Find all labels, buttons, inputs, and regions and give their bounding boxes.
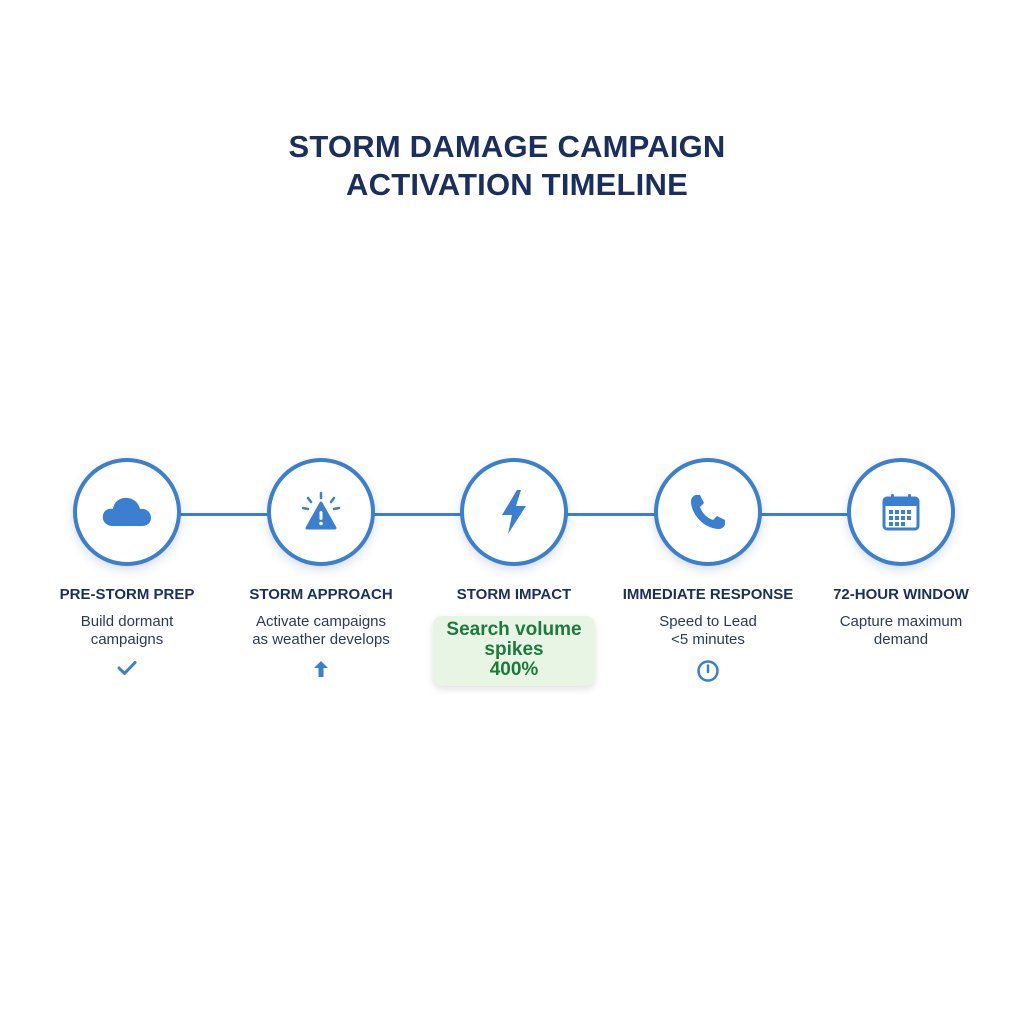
step-circle xyxy=(847,458,955,566)
checkmark-icon xyxy=(117,661,137,675)
phone-icon xyxy=(691,495,725,529)
step-description: Build dormant campaigns xyxy=(80,613,174,648)
up-arrow-icon xyxy=(314,661,328,677)
warning-alert-icon xyxy=(301,491,341,530)
title-line-1: STORM DAMAGE CAMPAIGN xyxy=(288,129,726,164)
step-circle xyxy=(73,458,181,566)
step-title: STORM IMPACT xyxy=(456,586,572,603)
step-description: Speed to Lead <5 minutes xyxy=(659,613,757,648)
page-title: STORM DAMAGE CAMPAIGN ACTIVATION TIMELIN… xyxy=(0,128,1014,204)
step-pre-storm-prep: PRE-STORM PREP Build dormant campaigns xyxy=(27,458,227,677)
step-title: IMMEDIATE RESPONSE xyxy=(622,586,794,603)
step-circle xyxy=(267,458,375,566)
step-circle xyxy=(654,458,762,566)
title-line-2: ACTIVATION TIMELINE xyxy=(346,167,688,202)
step-title: 72-HOUR WINDOW xyxy=(833,586,969,603)
search-volume-highlight-badge: Search volume spikes 400% xyxy=(433,616,595,686)
cloud-icon xyxy=(102,497,151,526)
lightning-bolt-icon xyxy=(502,490,526,534)
step-storm-impact: STORM IMPACT Search volume spikes 400% xyxy=(414,458,614,686)
calendar-icon xyxy=(882,494,920,531)
timer-icon xyxy=(697,660,719,682)
step-description: Activate campaigns as weather develops xyxy=(252,613,390,648)
step-title: STORM APPROACH xyxy=(249,586,393,603)
step-description: Capture maximum demand xyxy=(839,613,963,648)
step-storm-approach: STORM APPROACH Activate campaigns as wea… xyxy=(221,458,421,679)
step-title: PRE-STORM PREP xyxy=(59,586,195,603)
step-immediate-response: IMMEDIATE RESPONSE Speed to Lead <5 minu… xyxy=(608,458,808,683)
step-72-hour-window: 72-HOUR WINDOW Capture maximum demand xyxy=(801,458,1001,649)
step-circle xyxy=(460,458,568,566)
